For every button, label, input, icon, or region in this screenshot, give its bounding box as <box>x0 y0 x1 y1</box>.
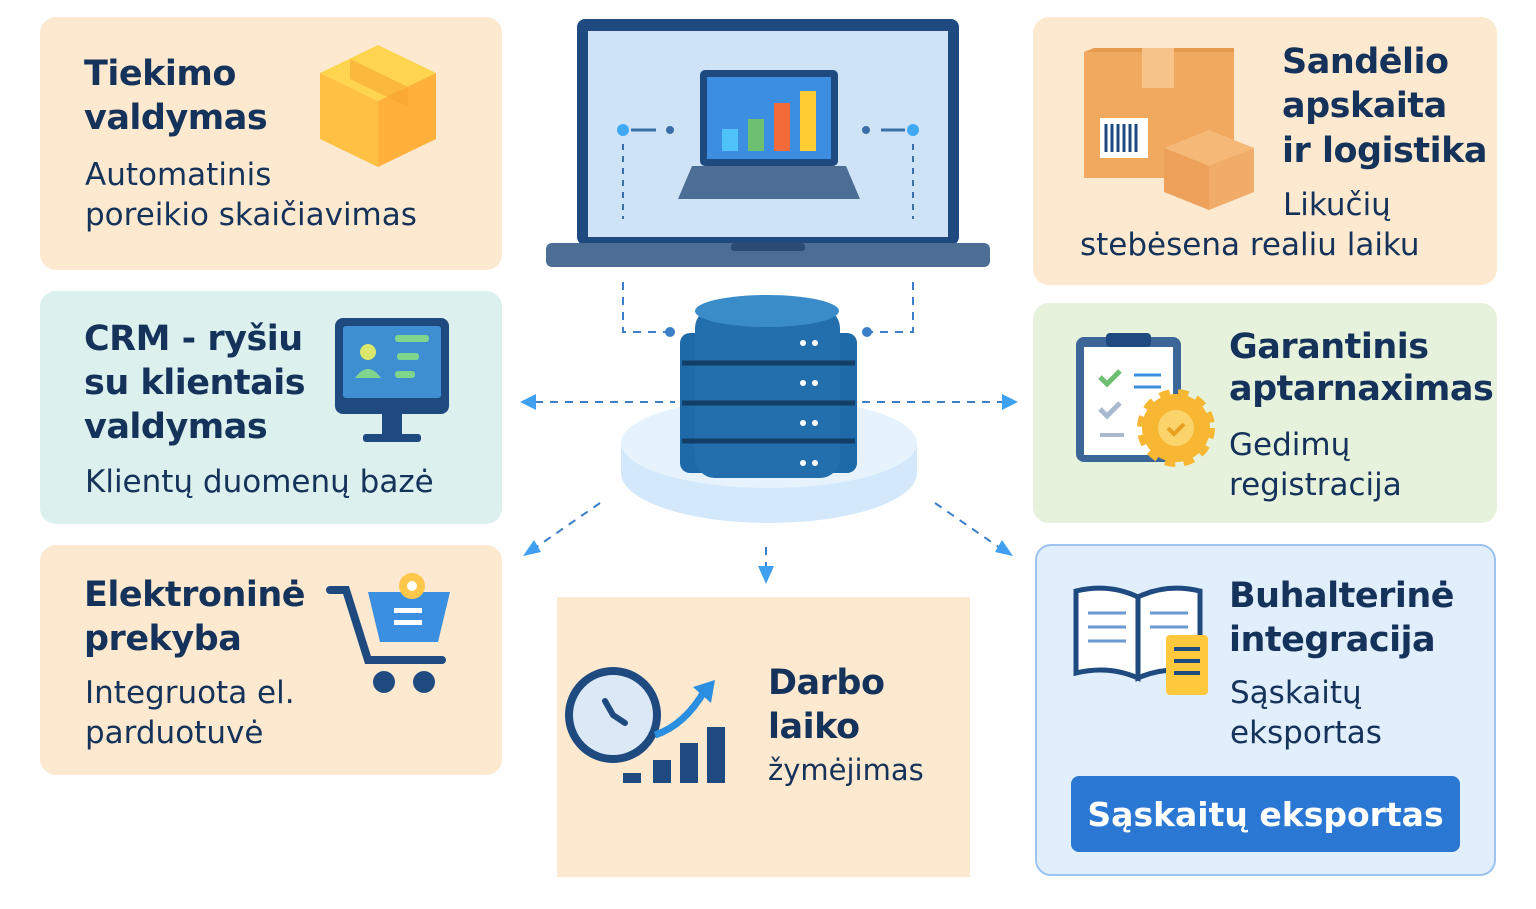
accounting-title-2: integracija <box>1229 620 1436 660</box>
box-icon <box>320 45 436 167</box>
ecommerce-sub-1: Integruota el. <box>85 675 295 711</box>
ecommerce-sub-2: parduotuvė <box>85 715 264 751</box>
cart-icon <box>326 573 450 693</box>
clock-chart-icon <box>565 667 725 783</box>
time-title-2: laiko <box>768 707 860 747</box>
warehouse-title-2: apskaita <box>1282 86 1447 126</box>
laptop-icon <box>546 19 990 267</box>
supply-sub-2: poreikio skaičiavimas <box>85 197 417 233</box>
crm-title-3: valdymas <box>84 407 268 447</box>
warranty-sub-2: registracija <box>1229 467 1402 503</box>
ecommerce-title-2: prekyba <box>84 619 242 659</box>
warranty-sub-1: Gedimų <box>1229 427 1351 463</box>
clipboard-gear-icon <box>1076 333 1215 467</box>
crm-sub-1: Klientų duomenų bazė <box>85 464 434 500</box>
accounting-sub-1: Sąskaitų <box>1230 675 1362 711</box>
time-sub-1: žymėjimas <box>768 753 924 787</box>
boxes-icon <box>1084 48 1254 210</box>
crm-title-2: su klientais <box>84 363 306 403</box>
database-icon <box>621 295 917 523</box>
warehouse-title-3: ir logistika <box>1282 131 1488 171</box>
warranty-title-2: aptarnaximas <box>1229 369 1494 409</box>
warehouse-sub-2: stebėsena realiu laiku <box>1080 227 1420 263</box>
supply-title-1: Tiekimo <box>84 54 236 94</box>
supply-sub-1: Automatinis <box>85 157 272 193</box>
warehouse-sub-1: Likučių <box>1283 187 1391 223</box>
book-icon <box>1073 585 1208 695</box>
monitor-icon <box>335 318 449 442</box>
supply-title-2: valdymas <box>84 98 268 138</box>
ecommerce-title-1: Elektroninė <box>84 575 306 615</box>
accounting-sub-2: eksportas <box>1230 715 1382 751</box>
warehouse-title-1: Sandėlio <box>1282 42 1449 82</box>
export-invoices-button[interactable]: Sąskaitų eksportas <box>1071 776 1460 852</box>
crm-title-1: CRM - ryšiu <box>84 319 303 359</box>
accounting-title-1: Buhalterinė <box>1229 576 1455 616</box>
warranty-title-1: Garantinis <box>1229 327 1429 367</box>
time-title-1: Darbo <box>768 663 885 703</box>
